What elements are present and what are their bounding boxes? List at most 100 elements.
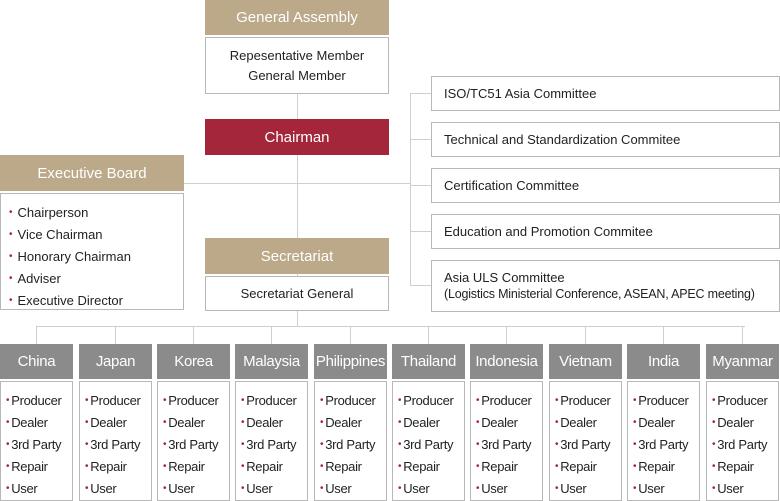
exec-item: •Vice Chairman: [9, 227, 103, 242]
member-role-item: •User: [555, 479, 621, 501]
bullet-icon: •: [6, 417, 10, 428]
bullet-icon: •: [85, 439, 89, 450]
country-member-list: •Producer•Dealer•3rd Party•Repair•User: [549, 381, 622, 501]
country-name: Japan: [95, 353, 136, 370]
country-name: Malaysia: [243, 353, 300, 370]
member-role-item: •3rd Party: [633, 435, 699, 457]
country-member-list: •Producer•Dealer•3rd Party•Repair•User: [706, 381, 779, 501]
chairman-title: Chairman: [264, 128, 330, 146]
bullet-icon: •: [398, 395, 402, 406]
committee-name: Asia ULS Committee: [444, 270, 565, 285]
member-role-item: •User: [398, 479, 464, 501]
bullet-icon: •: [555, 395, 559, 406]
bullet-icon: •: [85, 483, 89, 494]
exec-item: •Chairperson: [9, 205, 89, 220]
country-header-8: India: [627, 344, 700, 379]
bullet-icon: •: [85, 417, 89, 428]
country-header-6: Indonesia: [470, 344, 543, 379]
committee-box: Asia ULS Committee (Logistics Ministeria…: [431, 260, 780, 312]
member-role-item: •Repair: [633, 457, 699, 479]
member-role-item: •3rd Party: [241, 435, 307, 457]
member-role-item: •3rd Party: [476, 435, 542, 457]
member-role-item: •Dealer: [712, 413, 778, 435]
bullet-icon: •: [163, 395, 167, 406]
country-drop-line: [428, 326, 429, 344]
member-role-item: •Dealer: [6, 413, 72, 435]
bullet-icon: •: [398, 461, 402, 472]
bullet-icon: •: [241, 417, 245, 428]
general-member-label: General Member: [248, 67, 346, 83]
bullet-icon: •: [6, 483, 10, 494]
country-name: Philippines: [315, 353, 386, 370]
bullet-icon: •: [163, 483, 167, 494]
committee-tick-2: [410, 139, 431, 140]
member-role-label: 3rd Party: [481, 437, 532, 452]
bullet-icon: •: [6, 439, 10, 450]
committee-box: Technical and Standardization Commitee: [431, 122, 780, 157]
member-role-item: •Dealer: [476, 413, 542, 435]
member-role-label: Repair: [481, 459, 518, 474]
committee-tick-4: [410, 231, 431, 232]
member-role-item: •Repair: [555, 457, 621, 479]
member-role-label: Producer: [325, 393, 376, 408]
member-role-item: •3rd Party: [555, 435, 621, 457]
exec-item: •Adviser: [9, 271, 61, 286]
member-role-item: •3rd Party: [163, 435, 229, 457]
member-role-label: Repair: [325, 459, 362, 474]
country-drop-line: [506, 326, 507, 344]
bullet-icon: •: [320, 483, 324, 494]
exec-connector: [184, 183, 410, 184]
member-role-label: Repair: [717, 459, 754, 474]
country-bus: [36, 326, 745, 327]
country-drop-line: [585, 326, 586, 344]
member-role-label: Producer: [560, 393, 611, 408]
member-role-item: •Repair: [476, 457, 542, 479]
member-role-label: Dealer: [90, 415, 127, 430]
country-member-list: •Producer•Dealer•3rd Party•Repair•User: [0, 381, 73, 501]
member-role-label: Dealer: [325, 415, 362, 430]
member-role-label: Producer: [246, 393, 297, 408]
member-role-label: Repair: [246, 459, 283, 474]
member-role-item: •Dealer: [85, 413, 151, 435]
member-role-label: Repair: [168, 459, 205, 474]
member-role-label: User: [325, 481, 352, 496]
member-role-item: •Dealer: [241, 413, 307, 435]
member-role-item: •Producer: [241, 391, 307, 413]
country-drop-line: [115, 326, 116, 344]
committee-subtitle: (Logistics Ministerial Conference, ASEAN…: [444, 287, 755, 301]
bullet-icon: •: [712, 439, 716, 450]
bullet-icon: •: [633, 395, 637, 406]
member-role-label: Producer: [717, 393, 768, 408]
secretariat-to-bus: [297, 311, 298, 327]
committee-tick-5: [410, 285, 431, 286]
country-name: Korea: [174, 353, 213, 370]
member-role-label: 3rd Party: [717, 437, 768, 452]
bullet-icon: •: [320, 439, 324, 450]
bullet-icon: •: [633, 417, 637, 428]
country-header-1: Japan: [79, 344, 152, 379]
country-name: Thailand: [400, 353, 457, 370]
member-role-item: •Dealer: [163, 413, 229, 435]
bullet-icon: •: [6, 395, 10, 406]
country-drop-line: [193, 326, 194, 344]
country-header-3: Malaysia: [235, 344, 308, 379]
bullet-icon: •: [555, 461, 559, 472]
bullet-icon: •: [320, 417, 324, 428]
exec-item: •Executive Director: [9, 293, 123, 308]
member-role-label: Producer: [638, 393, 689, 408]
country-drop-line: [36, 326, 37, 344]
member-role-item: •3rd Party: [320, 435, 386, 457]
member-role-label: User: [638, 481, 665, 496]
member-role-label: Repair: [403, 459, 440, 474]
member-role-item: •Producer: [320, 391, 386, 413]
bullet-icon: •: [712, 417, 716, 428]
bullet-icon: •: [9, 251, 13, 262]
member-role-label: Producer: [90, 393, 141, 408]
committee-spine: [410, 93, 411, 286]
bullet-icon: •: [9, 207, 13, 218]
country-header-5: Thailand: [392, 344, 465, 379]
country-header-9: Myanmar: [706, 344, 779, 379]
committee-box: Education and Promotion Commitee: [431, 214, 780, 249]
member-role-item: •Producer: [633, 391, 699, 413]
bullet-icon: •: [163, 439, 167, 450]
